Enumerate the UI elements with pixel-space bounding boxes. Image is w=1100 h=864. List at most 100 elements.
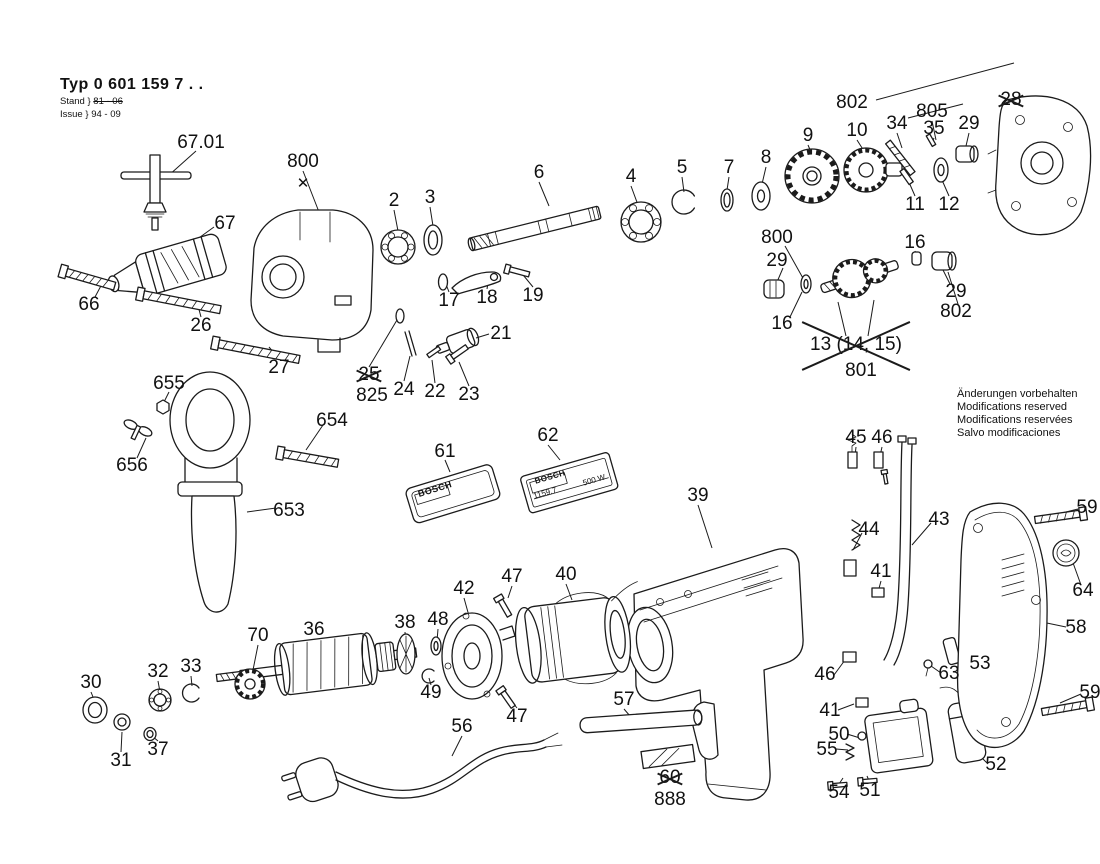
bearing-32-drawing — [148, 688, 172, 712]
power-cable-drawing — [281, 732, 563, 803]
part-label-44: 44 — [858, 519, 880, 540]
stand-row: Stand } 81 - 06 — [60, 96, 204, 107]
plate-60-drawing — [640, 743, 696, 770]
pin-24-drawing — [404, 330, 417, 357]
part-label-41: 41 — [819, 700, 841, 721]
screw-54-drawing — [827, 780, 848, 791]
part-label-59: 59 — [1079, 682, 1100, 703]
part-label-31: 31 — [110, 750, 132, 771]
part-label-29: 29 — [945, 281, 967, 302]
part-label-32: 32 — [147, 661, 169, 682]
wiring-43-drawing — [883, 435, 917, 666]
washer-30-drawing — [82, 696, 108, 724]
part-label-BOSCH: BOSCH — [416, 479, 454, 499]
screw-66-drawing — [57, 263, 117, 291]
washer-8-drawing — [751, 181, 771, 211]
part-label-46: 46 — [871, 427, 893, 448]
part-label-36: 36 — [303, 619, 325, 640]
typ-label: Typ — [60, 76, 89, 93]
field-coil-drawing — [514, 581, 638, 685]
part-label-656: 656 — [116, 455, 148, 476]
note-line-de: Änderungen vorbehalten — [957, 388, 1078, 400]
washer-12-drawing — [933, 157, 949, 183]
part-label-64: 64 — [1072, 580, 1094, 601]
screw-27-drawing — [210, 335, 301, 365]
part-label-12: 12 — [938, 194, 960, 215]
part-label-6: 6 — [533, 162, 545, 183]
terminal-41-bottom-drawing — [855, 697, 869, 708]
pin-63-drawing — [923, 659, 933, 677]
ring-31-drawing — [113, 713, 131, 731]
typ-number-bold: 0 601 159 — [93, 76, 170, 93]
part-label-53: 53 — [969, 653, 991, 674]
screw-654-drawing — [275, 445, 340, 468]
part-label-61: 61 — [434, 441, 456, 462]
bearing-29-left-drawing — [763, 274, 812, 299]
part-label-34: 34 — [886, 113, 908, 134]
ring-3-drawing — [423, 224, 443, 256]
part-label-8: 8 — [760, 147, 772, 168]
screw-51-drawing — [857, 776, 878, 787]
part-label-28: 28 — [1000, 89, 1022, 110]
part-label-500-W: 500 W — [581, 472, 607, 488]
part-label-805: 805 — [916, 101, 948, 122]
issue-row: Issue } 94 - 09 — [60, 109, 204, 120]
part-label-60: 60 — [659, 767, 681, 788]
note-line-es: Salvo modificaciones — [957, 427, 1061, 439]
part-label-16: 16 — [904, 232, 926, 253]
snap-ring-5-drawing — [671, 189, 696, 215]
bearing-29-top-drawing — [955, 145, 979, 163]
part-label-4: 4 — [625, 166, 637, 187]
part-label-11: 11 — [905, 194, 925, 215]
screw-19-drawing — [503, 263, 531, 278]
part-label-33: 33 — [180, 656, 202, 677]
drill-chuck-drawing — [107, 233, 227, 296]
part-label-45: 45 — [845, 427, 867, 448]
part-label-37: 37 — [147, 739, 169, 760]
note-line-fr: Modifications reservées — [957, 414, 1073, 426]
part-label-26: 26 — [190, 315, 212, 336]
needle-16-drawing — [911, 251, 922, 266]
screw-26-drawing — [135, 286, 222, 315]
part-label-63: 63 — [938, 663, 960, 684]
gear-70-drawing — [234, 668, 266, 700]
part-label-42: 42 — [453, 578, 475, 599]
screw-59-top-drawing — [1033, 506, 1089, 525]
part-label-39: 39 — [687, 485, 709, 506]
part-label-5: 5 — [676, 157, 688, 178]
part-label-800: 800 — [287, 151, 319, 172]
part-label-46: 46 — [814, 664, 836, 685]
part-label-2: 2 — [388, 190, 400, 211]
gear-10-drawing — [843, 147, 903, 193]
part-label-35: 35 — [923, 118, 945, 139]
stand-label: Stand — [60, 96, 85, 107]
part-label-48: 48 — [427, 609, 449, 630]
part-label-17: 17 — [438, 290, 460, 311]
part-label-50: 50 — [828, 724, 850, 745]
part-label-56: 56 — [451, 716, 473, 737]
part-label-49: 49 — [420, 682, 442, 703]
auxiliary-handle-drawing — [123, 371, 251, 613]
part-label-802: 802 — [836, 92, 868, 113]
part-label-654: 654 — [316, 410, 348, 431]
part-label-58: 58 — [1065, 617, 1087, 638]
ring-7-drawing — [720, 188, 734, 212]
stand-value: 81 - 06 — [93, 96, 123, 107]
part-label-55: 55 — [816, 739, 838, 760]
name-plate-61-drawing — [405, 464, 501, 524]
part-label-7: 7 — [723, 157, 735, 178]
nut-655-drawing — [156, 399, 170, 415]
part-label-52: 52 — [985, 754, 1007, 775]
issue-brace: } — [85, 109, 89, 120]
part-label-66: 66 — [78, 294, 100, 315]
part-label-16: 16 — [771, 313, 793, 334]
part-label-653: 653 — [273, 500, 305, 521]
part-label-47: 47 — [506, 706, 528, 727]
part-label-802: 802 — [940, 301, 972, 322]
screw-47-bottom-drawing — [495, 685, 516, 709]
shaft-34-drawing — [884, 139, 916, 177]
screw-59-bottom-drawing — [1040, 696, 1096, 717]
part-label-59: 59 — [1076, 497, 1098, 518]
